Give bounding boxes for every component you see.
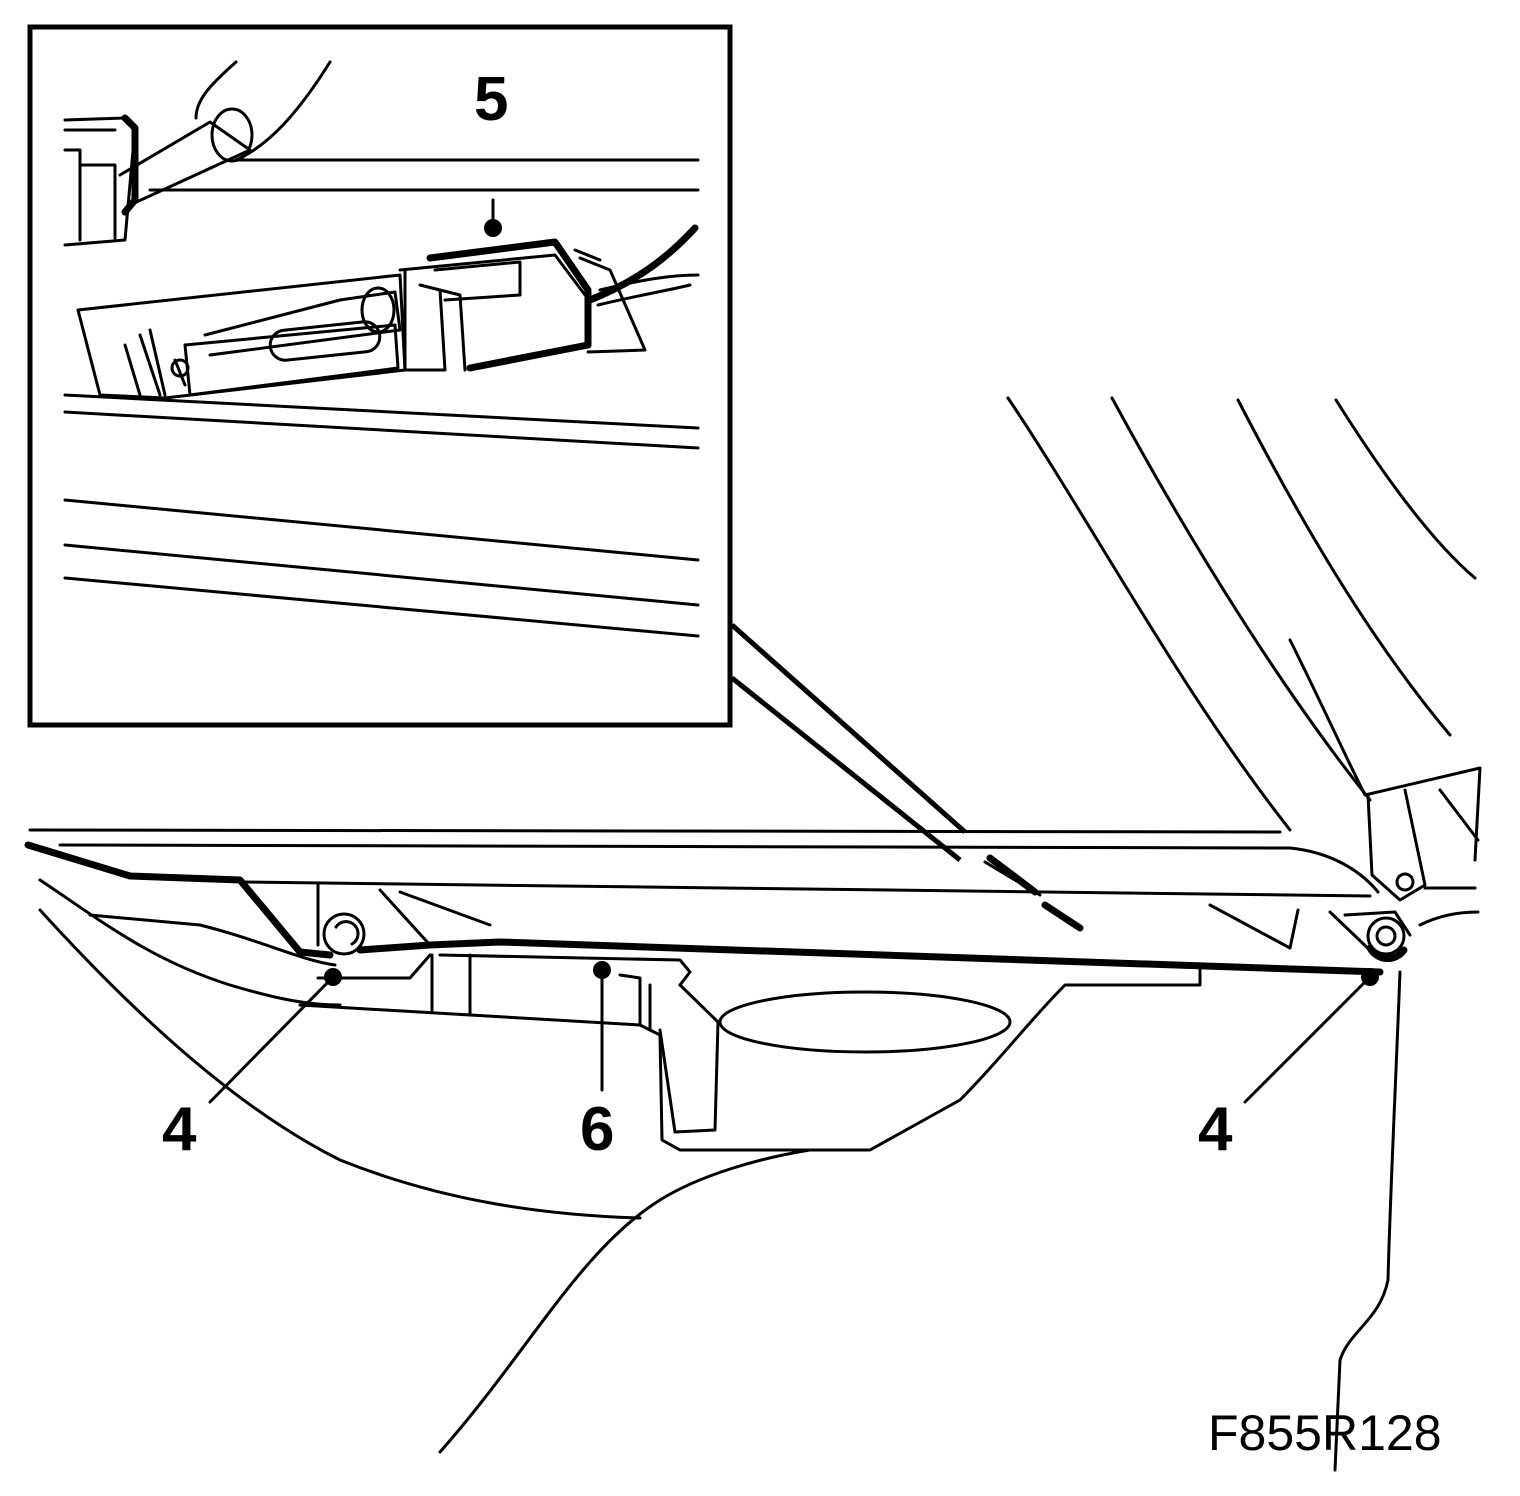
callout-label-5: 5 — [474, 65, 508, 134]
leader-lines — [208, 198, 1379, 1104]
bumper-beam — [24, 828, 1412, 976]
callout-label-4-left: 4 — [162, 1095, 197, 1164]
figure-code: F855R128 — [1208, 1405, 1442, 1461]
inset-detail-view — [27, 24, 733, 728]
main-view — [24, 396, 1482, 1472]
inset-hinge-arm — [63, 60, 332, 247]
callout-label-4-right: 4 — [1198, 1095, 1233, 1164]
callout-dot-5 — [484, 219, 502, 237]
callout-labels: 5 4 6 4 — [162, 65, 1233, 1164]
bolt-left — [316, 883, 366, 956]
tailgate-actuator — [76, 224, 700, 400]
bumper-bracket — [298, 888, 1202, 1152]
bolt-right — [1366, 916, 1408, 963]
lower-body-contours — [38, 878, 1402, 1472]
inset-trim-lines — [63, 158, 700, 638]
tailgate-panel-lines — [1006, 396, 1482, 927]
callout-label-6: 6 — [580, 1095, 614, 1164]
zoom-connector — [730, 623, 967, 862]
